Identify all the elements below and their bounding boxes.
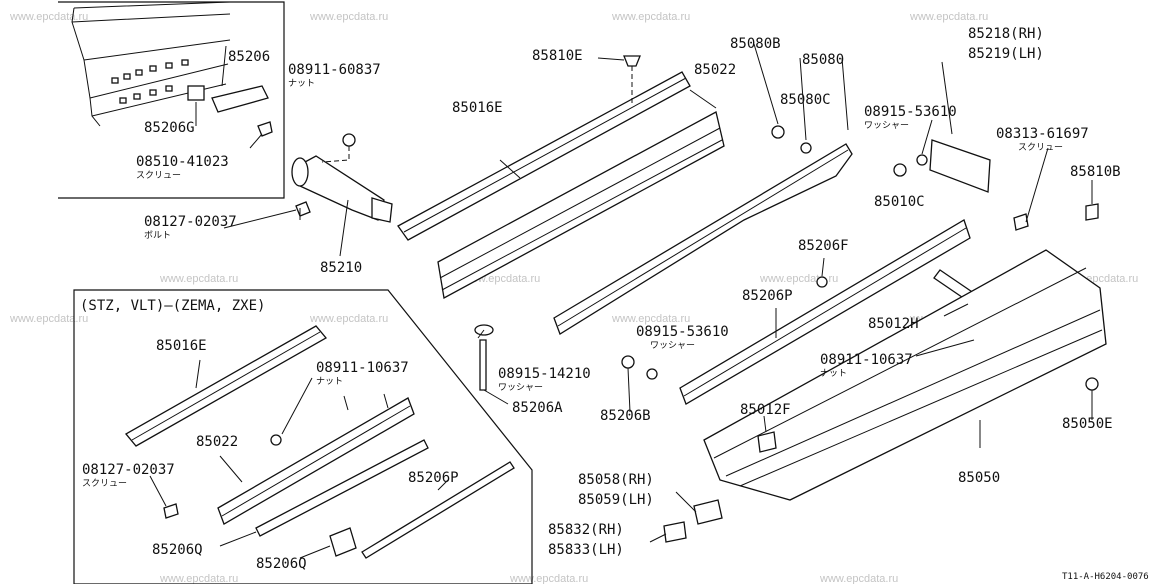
label-85210: 85210 <box>320 260 362 276</box>
watermark: www.epcdata.ru <box>611 313 690 325</box>
label-85206g: 85206G <box>144 120 195 136</box>
label-85010c: 85010C <box>874 194 925 210</box>
inset-bracket-85206q-b <box>329 527 357 557</box>
washer-85080c <box>800 142 812 154</box>
label-85832: 85832(RH) <box>548 522 624 538</box>
armature-85022 <box>437 111 725 300</box>
label-85218: 85218(RH) <box>968 26 1044 42</box>
label-08915-53610-a: 08915-53610 <box>864 104 957 120</box>
screw-08510-41023 <box>257 121 273 137</box>
reference-code: T11-A-H6204-0076 <box>1062 572 1149 582</box>
bracket-85206 <box>211 85 269 113</box>
label-08510-41023: 08510-41023 <box>136 154 229 170</box>
inset-label-nut-jp: ナット <box>316 376 343 387</box>
label-85012f: 85012F <box>740 402 791 418</box>
label-85050e: 85050E <box>1062 416 1113 432</box>
inset-label-85022: 85022 <box>196 434 238 450</box>
watermark: www.epcdata.ru <box>909 11 988 23</box>
cover-85080 <box>553 143 853 335</box>
watermark: www.epcdata.ru <box>159 273 238 285</box>
clip-85206g <box>187 85 205 101</box>
inset-frame <box>73 289 533 584</box>
label-nut-jp: ナット <box>288 78 315 89</box>
watermark: www.epcdata.ru <box>509 573 588 584</box>
label-85833: 85833(LH) <box>548 542 624 558</box>
label-nut-jp-b: ナット <box>820 368 847 379</box>
label-85206p: 85206P <box>742 288 793 304</box>
watermark: www.epcdata.ru <box>611 11 690 23</box>
watermark: www.epcdata.ru <box>309 11 388 23</box>
nut-08911-60837 <box>342 133 356 147</box>
inset-bracket-85206q-a <box>255 439 429 537</box>
label-85219: 85219(LH) <box>968 46 1044 62</box>
clip-85810b <box>1085 203 1099 221</box>
inset-label-85016e: 85016E <box>156 338 207 354</box>
labels: 85206 85206G 08510-41023 スクリュー 08911-608… <box>80 26 1149 582</box>
main-parts <box>291 43 1107 543</box>
label-screw-jp: スクリュー <box>136 170 181 181</box>
bracket-85012f <box>757 431 777 453</box>
label-85810e: 85810E <box>532 48 583 64</box>
watermark: www.epcdata.ru <box>159 573 238 584</box>
inset-strip-85206p <box>361 461 515 559</box>
inset-label-08911-10637: 08911-10637 <box>316 360 409 376</box>
bumper-fascia-85050 <box>703 249 1107 501</box>
label-washer-jp-a: ワッシャー <box>864 121 909 131</box>
watermark: www.epcdata.ru <box>9 11 88 23</box>
clip-85810e <box>623 55 641 67</box>
label-85810b: 85810B <box>1070 164 1121 180</box>
label-85206a: 85206A <box>512 400 563 416</box>
watermark: www.epcdata.ru <box>819 573 898 584</box>
watermark: www.epcdata.ru <box>9 313 88 325</box>
label-85206: 85206 <box>228 49 270 65</box>
watermark: www.epcdata.ru <box>309 313 388 325</box>
inset-title: (STZ, VLT)—(ZEMA, ZXE) <box>80 298 265 314</box>
bracket-85218 <box>929 139 991 193</box>
inset-label-08127-02037: 08127-02037 <box>82 462 175 478</box>
inset-nut <box>270 434 282 446</box>
label-08127-02037: 08127-02037 <box>144 214 237 230</box>
label-08911-60837: 08911-60837 <box>288 62 381 78</box>
nut-85206b <box>621 355 635 369</box>
inset-label-85206p: 85206P <box>408 470 459 486</box>
inset-bolt <box>163 503 179 519</box>
inset-label-85206q-a: 85206Q <box>152 542 203 558</box>
lamp-85058 <box>693 499 723 525</box>
label-washer-jp-c: ワッシャー <box>498 383 543 393</box>
label-bolt-jp: ボルト <box>144 230 171 241</box>
inset-label-85206q-b: 85206Q <box>256 556 307 572</box>
washer-08915-53610-b <box>646 368 658 380</box>
washer-08915-53610 <box>916 154 928 166</box>
label-85080: 85080 <box>802 52 844 68</box>
label-08915-14210: 08915-14210 <box>498 366 591 382</box>
detail-frame <box>58 1 285 199</box>
label-85022: 85022 <box>694 62 736 78</box>
bolt-08127-02037 <box>295 201 311 217</box>
label-screw-jp-b: スクリュー <box>1018 142 1063 153</box>
label-08915-53610-b: 08915-53610 <box>636 324 729 340</box>
label-85206f: 85206F <box>798 238 849 254</box>
leader-lines <box>149 57 1093 559</box>
label-85050: 85050 <box>958 470 1000 486</box>
body-panel-holes <box>111 59 189 104</box>
inset-label-screw-jp: スクリュー <box>82 478 127 489</box>
label-08313-61697: 08313-61697 <box>996 126 1089 142</box>
nut-85080b <box>771 125 785 139</box>
reflector-85832 <box>663 521 687 543</box>
label-85080c: 85080C <box>780 92 831 108</box>
clip-85050e <box>1085 377 1099 391</box>
label-85080b: 85080B <box>730 36 781 52</box>
label-washer-jp-b: ワッシャー <box>650 341 695 351</box>
label-85012h: 85012H <box>868 316 919 332</box>
screw-08313-61697 <box>1013 213 1029 231</box>
label-08911-10637-a: 08911-10637 <box>820 352 913 368</box>
nut-85206f <box>816 276 828 288</box>
label-85058: 85058(RH) <box>578 472 654 488</box>
label-85016e: 85016E <box>452 100 503 116</box>
label-85059: 85059(LH) <box>578 492 654 508</box>
nut-85010c <box>893 163 907 177</box>
label-85206b: 85206B <box>600 408 651 424</box>
bolt-85206a <box>479 339 487 391</box>
